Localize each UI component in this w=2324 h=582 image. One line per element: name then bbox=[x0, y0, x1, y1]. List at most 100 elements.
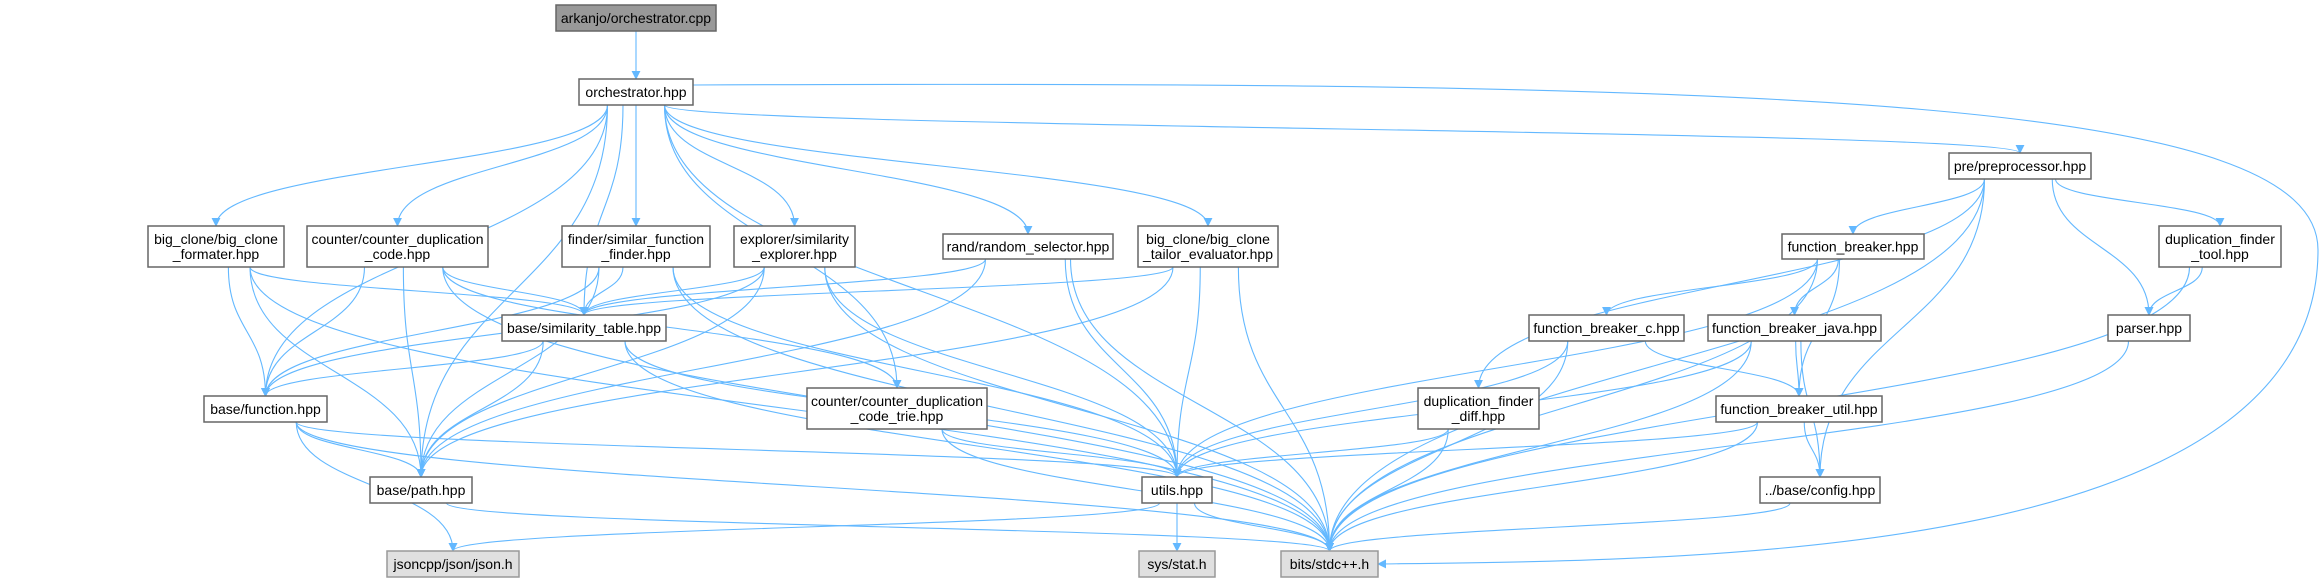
edge-orch_hpp-to-rand bbox=[663, 104, 1033, 235]
node-dup-diff[interactable]: duplication_finder_diff.hpp bbox=[1417, 387, 1540, 430]
edge-fb_util-to-config bbox=[1803, 421, 1825, 478]
node-label: pre/preprocessor.hpp bbox=[1954, 158, 2087, 174]
node-box bbox=[501, 314, 667, 342]
edge-counter_dup-to-trie bbox=[442, 266, 902, 389]
edge-finder-to-function bbox=[261, 266, 600, 397]
node-box bbox=[1137, 225, 1279, 268]
node-preproc[interactable]: pre/preprocessor.hpp bbox=[1948, 152, 2092, 180]
edge-sim_table-to-function bbox=[261, 340, 544, 397]
edge-tailor-to-bits bbox=[1237, 266, 1334, 552]
node-box bbox=[561, 225, 711, 268]
node-label: function_breaker.hpp bbox=[1788, 239, 1919, 255]
edge-function-to-bits bbox=[295, 421, 1334, 552]
edge-finder-to-utils bbox=[672, 266, 1182, 478]
edge-fbreaker-to-utils bbox=[1172, 258, 1819, 478]
edge-sim_table-to-bits bbox=[624, 340, 1334, 552]
edge-formater-to-bits bbox=[249, 266, 1334, 552]
node-fb-util[interactable]: function_breaker_util.hpp bbox=[1715, 395, 1883, 423]
node-box bbox=[1781, 233, 1925, 260]
node-label: counter/counter_duplication bbox=[811, 393, 983, 409]
node-box bbox=[1141, 476, 1213, 504]
node-box bbox=[578, 78, 694, 106]
node-label: base/path.hpp bbox=[377, 482, 466, 498]
edge-fb_c-to-fb_util bbox=[1644, 340, 1804, 397]
edge-tailor-to-path bbox=[416, 266, 1174, 478]
node-box bbox=[386, 550, 520, 578]
edge-fbreaker-to-fb_c bbox=[1602, 258, 1819, 316]
edge-fb_util-to-utils bbox=[1172, 421, 1759, 478]
node-box bbox=[306, 225, 489, 268]
node-explorer[interactable]: explorer/similarity_explorer.hpp bbox=[733, 225, 856, 268]
node-label: finder/similar_function bbox=[568, 231, 704, 247]
node-fbreaker[interactable]: function_breaker.hpp bbox=[1781, 233, 1925, 260]
node-counter-dup[interactable]: counter/counter_duplication_code.hpp bbox=[306, 225, 489, 268]
node-label: _diff.hpp bbox=[1451, 408, 1506, 424]
edge-orch_hpp-to-sim_table bbox=[579, 104, 624, 316]
node-fb-java[interactable]: function_breaker_java.hpp bbox=[1707, 314, 1882, 342]
edge-preproc-to-config bbox=[1815, 178, 1986, 478]
edge-fb_c-to-utils bbox=[1172, 340, 1569, 478]
node-box bbox=[1759, 476, 1881, 504]
node-fb-c[interactable]: function_breaker_c.hpp bbox=[1528, 314, 1685, 342]
node-label: function_breaker_util.hpp bbox=[1720, 401, 1877, 417]
edge-explorer-to-bits bbox=[824, 266, 1334, 552]
node-trie[interactable]: counter/counter_duplication_code_trie.hp… bbox=[806, 387, 988, 430]
node-label: function_breaker_java.hpp bbox=[1712, 320, 1877, 336]
edge-orch_hpp-to-formater bbox=[211, 104, 609, 227]
edge-fb_c-to-bits bbox=[1325, 340, 1569, 552]
node-label: big_clone/big_clone bbox=[154, 231, 278, 247]
node-label: _tool.hpp bbox=[2190, 246, 2249, 262]
node-rand[interactable]: rand/random_selector.hpp bbox=[942, 233, 1114, 260]
node-label: arkanjo/orchestrator.cpp bbox=[561, 10, 711, 26]
node-orch-cpp[interactable]: arkanjo/orchestrator.cpp bbox=[555, 4, 717, 32]
node-box bbox=[1138, 550, 1216, 578]
node-tailor[interactable]: big_clone/big_clone_tailor_evaluator.hpp bbox=[1137, 225, 1279, 268]
node-box bbox=[942, 233, 1114, 260]
edge-explorer-to-utils bbox=[824, 266, 1182, 478]
node-sysstat[interactable]: sys/stat.h bbox=[1138, 550, 1216, 578]
node-label: duplication_finder bbox=[1424, 393, 1534, 409]
node-layer: arkanjo/orchestrator.cpp orchestrator.hpp… bbox=[147, 4, 2282, 578]
node-jsoncpp[interactable]: jsoncpp/json/json.h bbox=[386, 550, 520, 578]
node-box bbox=[147, 225, 285, 268]
edge-fbreaker-to-fb_java bbox=[1790, 258, 1839, 316]
node-sim-table[interactable]: base/similarity_table.hpp bbox=[501, 314, 667, 342]
node-label: function_breaker_c.hpp bbox=[1533, 320, 1680, 336]
node-box bbox=[806, 387, 988, 430]
node-label: rand/random_selector.hpp bbox=[947, 239, 1110, 255]
node-orch-hpp[interactable]: orchestrator.hpp bbox=[578, 78, 694, 106]
edge-trie-to-utils bbox=[941, 428, 1182, 478]
node-box bbox=[1715, 395, 1883, 423]
node-path[interactable]: base/path.hpp bbox=[369, 476, 473, 504]
edge-dup_diff-to-utils bbox=[1172, 428, 1449, 478]
edge-formater-to-sim_table bbox=[249, 266, 589, 316]
edge-preproc-to-dup_tool bbox=[2054, 178, 2225, 227]
edge-trie-to-bits bbox=[941, 428, 1334, 552]
edge-path-to-bits bbox=[445, 502, 1334, 552]
node-dup-tool[interactable]: duplication_finder_tool.hpp bbox=[2158, 225, 2282, 268]
node-bits[interactable]: bits/stdc++.h bbox=[1280, 550, 1379, 578]
edge-finder-to-bits bbox=[672, 266, 1334, 552]
edge-dup_tool-to-parser bbox=[2144, 266, 2203, 316]
node-config[interactable]: ../base/config.hpp bbox=[1759, 476, 1881, 504]
edge-orch_hpp-to-counter_dup bbox=[393, 104, 609, 227]
edge-tailor-to-utils bbox=[1172, 266, 1201, 478]
edge-finder-to-path bbox=[416, 266, 600, 478]
node-utils[interactable]: utils.hpp bbox=[1141, 476, 1213, 504]
edge-tailor-to-sim_table bbox=[579, 266, 1174, 316]
node-box bbox=[2158, 225, 2282, 268]
node-finder[interactable]: finder/similar_function_finder.hpp bbox=[561, 225, 711, 268]
edge-sim_table-to-path bbox=[416, 340, 544, 478]
node-label: big_clone/big_clone bbox=[1146, 231, 1270, 247]
node-function[interactable]: base/function.hpp bbox=[203, 395, 328, 423]
edge-formater-to-function bbox=[227, 266, 270, 397]
node-box bbox=[1417, 387, 1540, 430]
node-label: _formater.hpp bbox=[172, 246, 260, 262]
node-box bbox=[555, 4, 717, 32]
node-parser[interactable]: parser.hpp bbox=[2107, 314, 2191, 342]
edge-orch_hpp-to-bits bbox=[692, 83, 2319, 569]
node-formater[interactable]: big_clone/big_clone_formater.hpp bbox=[147, 225, 285, 268]
node-box bbox=[1280, 550, 1379, 578]
edge-formater-to-path bbox=[249, 266, 426, 478]
